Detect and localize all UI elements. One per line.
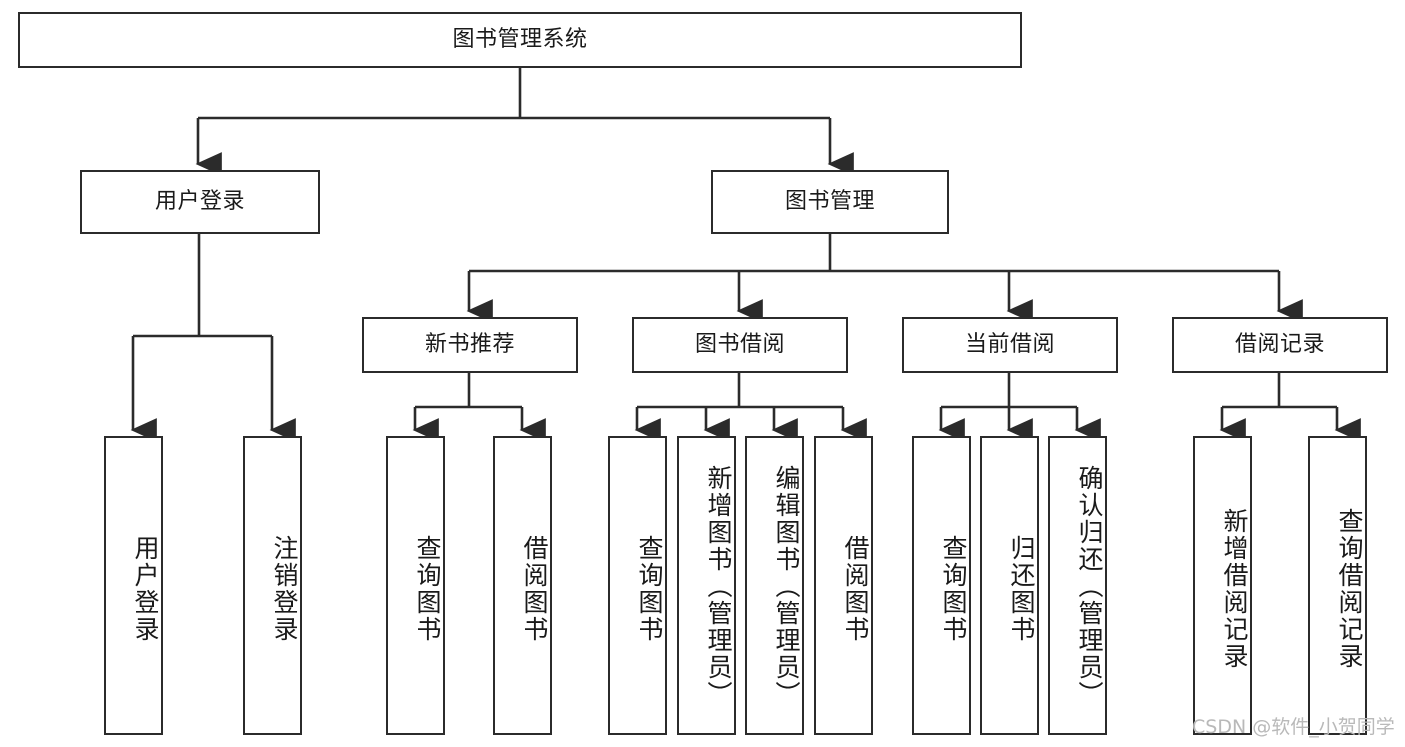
- node-root-book-management-system[interactable]: 图书管理系统: [18, 12, 1022, 68]
- node-label: 图书借阅: [694, 331, 785, 357]
- node-label: 借阅图书: [841, 534, 870, 643]
- node-book-management[interactable]: 图书管理: [711, 170, 949, 234]
- node-label: 查询图书: [939, 534, 968, 643]
- node-leaf-add-book-admin[interactable]: 新增图书（管理员）: [677, 436, 736, 735]
- node-leaf-borrow-books-recommend[interactable]: 借阅图书: [493, 436, 552, 735]
- node-label: 图书管理系统: [452, 26, 588, 52]
- node-label: 用户登录: [131, 534, 160, 643]
- node-label: 借阅图书: [520, 534, 549, 643]
- node-label: 查询图书: [413, 534, 442, 643]
- node-leaf-add-borrow-record[interactable]: 新增借阅记录: [1193, 436, 1252, 735]
- node-leaf-user-login[interactable]: 用户登录: [104, 436, 163, 735]
- node-leaf-return-books[interactable]: 归还图书: [980, 436, 1039, 735]
- node-label: 查询图书: [635, 534, 664, 643]
- watermark-text: CSDN @软件_小贺同学: [1192, 716, 1395, 738]
- node-borrowing-record[interactable]: 借阅记录: [1172, 317, 1388, 373]
- node-leaf-query-borrow-record[interactable]: 查询借阅记录: [1308, 436, 1367, 735]
- node-book-borrowing[interactable]: 图书借阅: [632, 317, 848, 373]
- node-leaf-confirm-return-admin[interactable]: 确认归还（管理员）: [1048, 436, 1107, 735]
- node-leaf-edit-book-admin[interactable]: 编辑图书（管理员）: [745, 436, 804, 735]
- node-label: 新书推荐: [424, 331, 515, 357]
- node-label: 新增图书（管理员）: [704, 465, 733, 708]
- node-label: 归还图书: [1007, 534, 1036, 643]
- node-label: 确认归还（管理员）: [1075, 465, 1104, 708]
- node-label: 新增借阅记录: [1220, 507, 1249, 670]
- node-leaf-query-books-current[interactable]: 查询图书: [912, 436, 971, 735]
- node-new-book-recommendation[interactable]: 新书推荐: [362, 317, 578, 373]
- node-label: 图书管理: [784, 188, 875, 214]
- node-leaf-query-books-recommend[interactable]: 查询图书: [386, 436, 445, 735]
- node-current-borrowing[interactable]: 当前借阅: [902, 317, 1118, 373]
- node-label: 用户登录: [154, 188, 245, 214]
- node-leaf-borrow-books[interactable]: 借阅图书: [814, 436, 873, 735]
- node-user-login[interactable]: 用户登录: [80, 170, 320, 234]
- node-label: 编辑图书（管理员）: [772, 465, 801, 708]
- node-label: 注销登录: [270, 534, 299, 643]
- node-label: 借阅记录: [1234, 331, 1325, 357]
- node-leaf-logout[interactable]: 注销登录: [243, 436, 302, 735]
- node-leaf-query-books-borrow[interactable]: 查询图书: [608, 436, 667, 735]
- node-label: 查询借阅记录: [1335, 507, 1364, 670]
- node-label: 当前借阅: [964, 331, 1055, 357]
